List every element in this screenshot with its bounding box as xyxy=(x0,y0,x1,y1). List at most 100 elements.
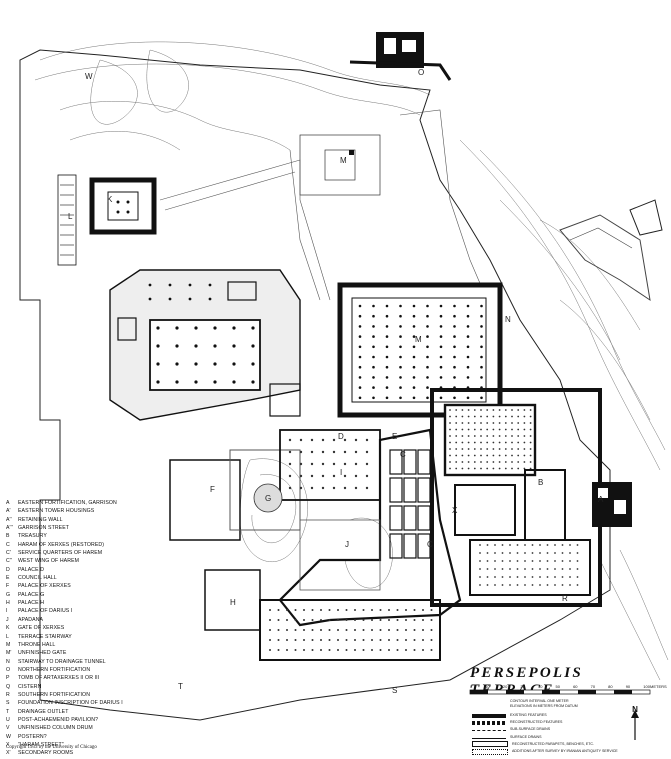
column-base xyxy=(517,467,520,470)
column-base xyxy=(504,441,507,444)
column-base xyxy=(354,474,358,478)
column-base xyxy=(320,629,322,631)
column-base xyxy=(399,345,402,349)
column-base xyxy=(299,462,303,466)
column-base xyxy=(388,639,390,641)
key-symbol xyxy=(472,720,506,725)
column-base xyxy=(430,629,433,631)
column-base xyxy=(554,568,556,570)
column-base xyxy=(486,467,489,470)
column-base xyxy=(399,355,402,359)
map-label-f: F xyxy=(210,485,215,494)
column-base xyxy=(396,609,399,611)
column-base xyxy=(321,450,325,454)
map-label-e: E xyxy=(392,432,398,441)
column-base xyxy=(479,560,481,562)
column-base xyxy=(531,568,534,570)
column-base xyxy=(277,629,280,631)
column-base xyxy=(517,428,520,431)
column-base xyxy=(504,454,507,457)
column-base xyxy=(504,435,507,437)
column-base xyxy=(345,649,348,651)
legend-label: TERRACE STAIRWAY xyxy=(18,633,72,640)
column-base xyxy=(354,649,356,651)
column-base xyxy=(455,409,458,411)
column-base xyxy=(208,283,212,287)
column-base xyxy=(492,467,495,470)
column-base xyxy=(492,428,495,431)
column-base xyxy=(504,461,507,463)
legend-key: A' xyxy=(6,508,11,515)
column-base xyxy=(310,462,314,466)
column-base xyxy=(492,461,495,463)
column-base xyxy=(524,576,526,578)
legend-key: M xyxy=(6,641,11,648)
column-base xyxy=(461,422,464,424)
harem-room xyxy=(389,533,403,559)
column-base xyxy=(213,380,217,384)
column-base xyxy=(466,376,470,379)
column-base xyxy=(286,609,288,611)
column-base xyxy=(371,649,373,651)
legend-key: J xyxy=(6,616,9,623)
column-base xyxy=(449,441,451,444)
column-base xyxy=(473,461,476,463)
column-base xyxy=(524,568,526,570)
column-base xyxy=(194,344,198,348)
legend-label: COUNCIL HALL xyxy=(18,575,57,582)
column-base xyxy=(467,448,470,450)
legend-key: F xyxy=(6,583,10,590)
column-base xyxy=(511,441,513,444)
column-base xyxy=(455,448,458,450)
column-base xyxy=(517,454,520,457)
column-base xyxy=(372,376,375,379)
column-base xyxy=(148,283,152,287)
column-base xyxy=(251,362,255,366)
map-label-m-gate: M xyxy=(340,156,347,165)
column-base xyxy=(453,396,456,400)
column-base xyxy=(303,639,305,641)
legend-label: EASTERN TOWER HOUSINGS xyxy=(18,508,95,515)
column-base xyxy=(561,576,564,578)
column-base xyxy=(422,649,424,651)
column-base xyxy=(524,560,526,562)
legend-label: SECONDARY ROOMS xyxy=(18,750,74,757)
column-base xyxy=(288,450,292,454)
column-base xyxy=(321,474,325,478)
harem-room xyxy=(389,449,403,475)
column-base xyxy=(194,362,198,366)
column-base xyxy=(379,649,382,651)
legend-label: THRONE HALL xyxy=(18,641,56,648)
column-base xyxy=(480,304,483,308)
key-symbol xyxy=(472,730,506,732)
column-base xyxy=(494,560,496,562)
column-base xyxy=(467,454,470,457)
column-base xyxy=(449,415,451,418)
column-base xyxy=(479,576,481,578)
column-base xyxy=(509,552,511,554)
column-base xyxy=(492,409,495,411)
column-base xyxy=(529,435,532,437)
column-base xyxy=(303,609,305,611)
column-base xyxy=(517,409,520,411)
legend-label: RETAINING WALL xyxy=(18,516,63,523)
column-base xyxy=(439,304,443,308)
column-base xyxy=(269,649,271,651)
key-label: SUB-SURFACE DRAINS xyxy=(510,727,551,732)
column-base xyxy=(358,314,362,318)
column-base xyxy=(492,448,495,450)
column-base xyxy=(473,448,476,450)
column-base xyxy=(286,619,288,621)
column-base xyxy=(473,415,476,418)
column-base xyxy=(232,362,236,366)
column-base xyxy=(379,609,382,611)
column-base xyxy=(269,619,271,621)
column-base xyxy=(554,584,556,586)
column-base xyxy=(288,474,292,478)
